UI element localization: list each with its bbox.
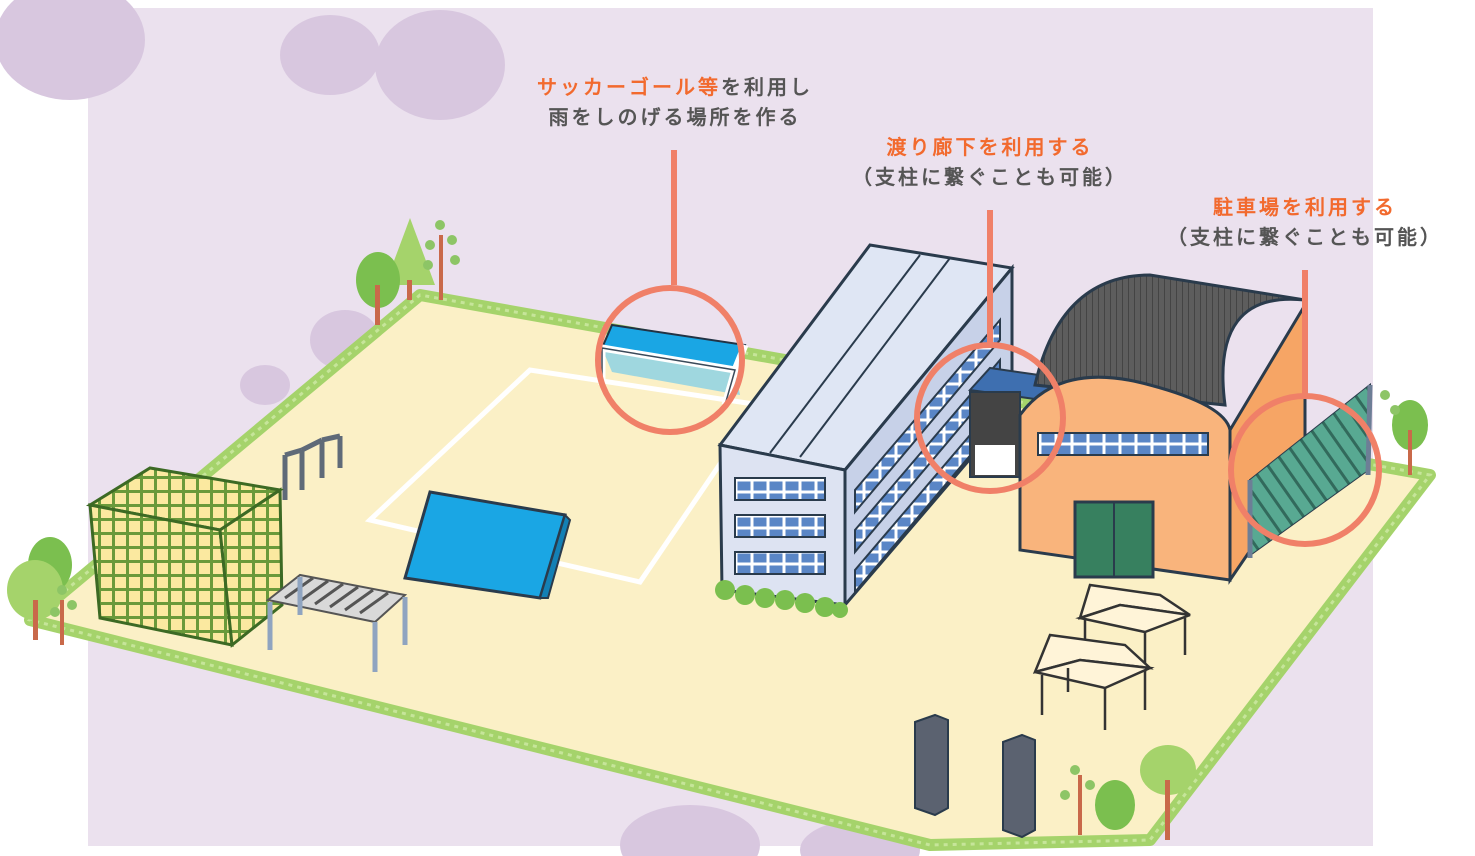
tree-group-back: [356, 218, 460, 325]
callout-walkway: 渡り廊下を利用する （支柱に繋ぐことも可能）: [852, 132, 1128, 192]
horizontal-bars: [282, 433, 343, 500]
callout-text: 雨をしのげる場所を作る: [548, 105, 802, 129]
jungle-gym: [85, 466, 284, 648]
callout-highlight: 駐車場を利用する: [1213, 195, 1397, 219]
monkey-bars: [265, 573, 408, 672]
callout-text: （支柱に繋ぐことも可能）: [1167, 225, 1443, 249]
callout-markers: [595, 150, 1382, 547]
gate-pillar: [914, 713, 1036, 839]
callout-carport: 駐車場を利用する （支柱に繋ぐことも可能）: [1167, 192, 1443, 252]
carport: [1247, 382, 1373, 558]
callout-highlight: 渡り廊下を利用する: [886, 135, 1094, 159]
tent: [403, 490, 572, 600]
tree-group-front: [1060, 745, 1196, 840]
callout-highlight: サッカーゴール等: [537, 75, 721, 99]
callout-text: （支柱に繋ぐことも可能）: [852, 165, 1128, 189]
gymnasium: [1018, 273, 1307, 585]
callout-text: を利用し: [721, 75, 813, 99]
tree-group-left: [7, 537, 77, 645]
tree-group-right: [1380, 390, 1428, 475]
gazebo: [1032, 633, 1155, 730]
callout-soccer-goal: サッカーゴール等を利用し 雨をしのげる場所を作る: [537, 72, 813, 132]
school-building: [715, 243, 1015, 618]
